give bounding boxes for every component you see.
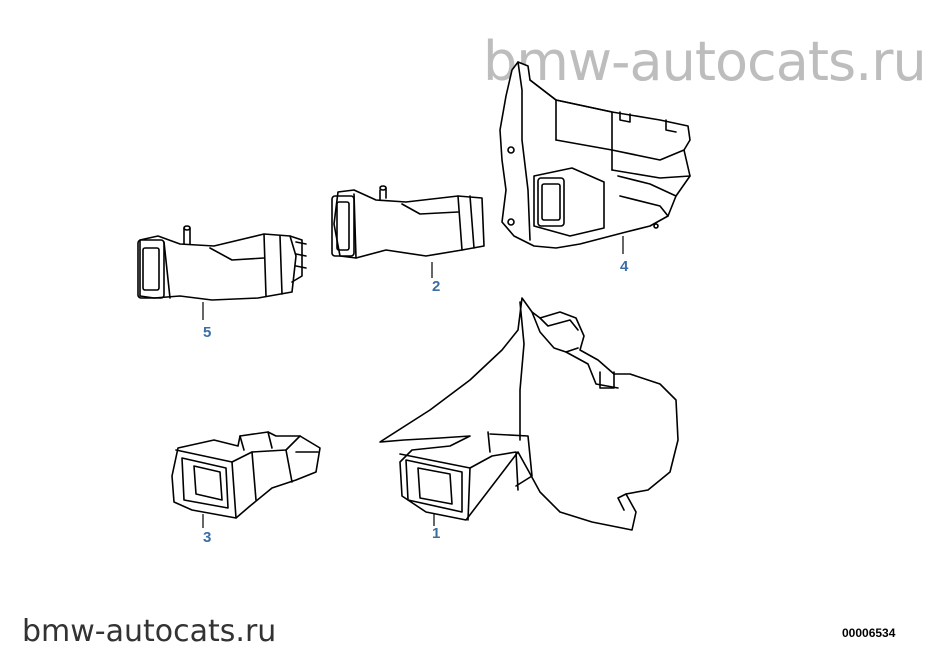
callout-1: 1 (432, 525, 441, 542)
callout-5: 5 (203, 324, 212, 341)
part-5-air-duct[interactable] (137, 225, 307, 301)
diagram-code: 00006534 (842, 626, 896, 640)
callout-2: 2 (432, 278, 441, 295)
callout-4: 4 (620, 258, 629, 275)
watermark-top: bmw-autocats.ru (483, 30, 927, 93)
callout-3: 3 (203, 529, 212, 546)
part-2-air-duct[interactable] (331, 185, 485, 259)
watermark-bottom: bmw-autocats.ru (22, 614, 277, 649)
part-1-air-duct-housing[interactable] (379, 297, 679, 531)
part-4-air-duct-bracket[interactable] (499, 61, 691, 249)
part-3-air-duct[interactable] (171, 431, 321, 519)
